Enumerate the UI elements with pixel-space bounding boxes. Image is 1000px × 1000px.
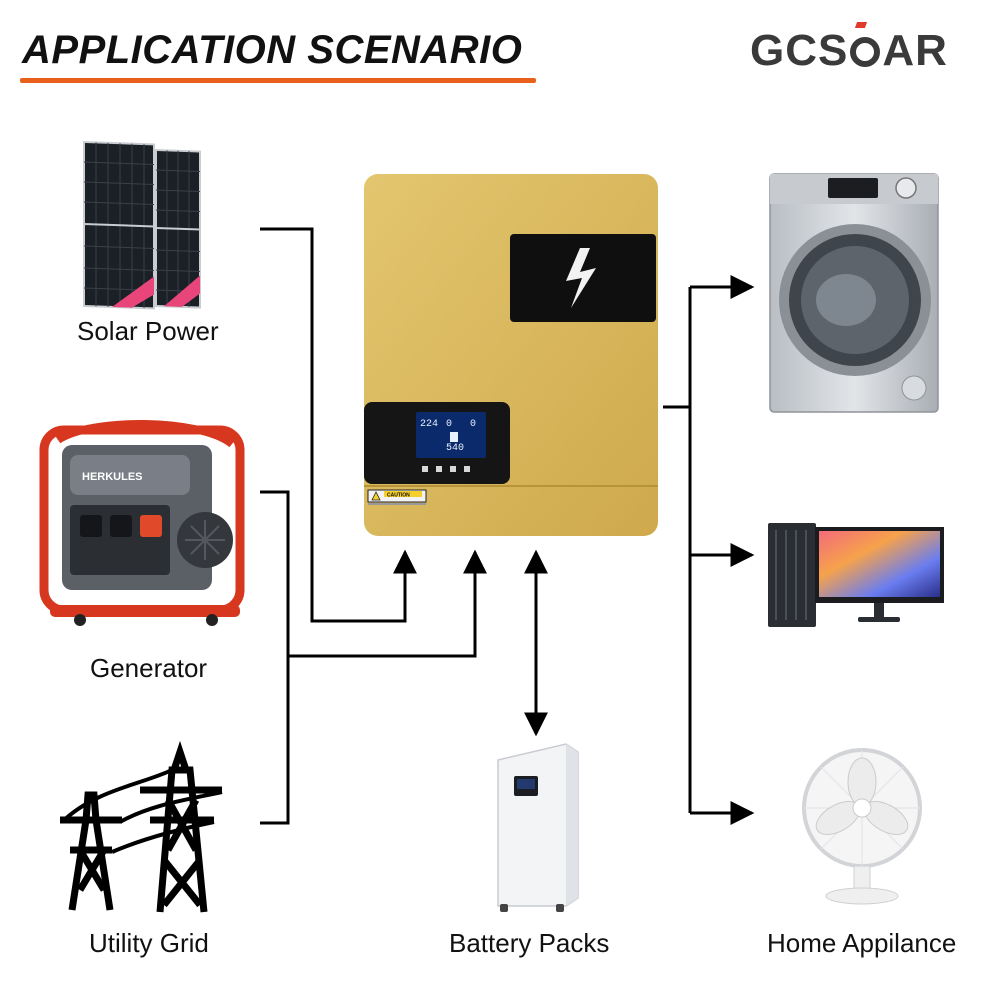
inverter-icon: 224 0 0 540 CAUTION [364,174,658,536]
screen-readout-3: 0 [470,419,476,430]
brand-logo-right: AR [882,26,948,75]
connector-lines [260,227,755,825]
washing-machine-icon [769,173,939,413]
solar-panel-icon [83,140,201,310]
title-underline [20,78,536,83]
label-home-appliance: Home Appilance [767,928,957,958]
brand-logo-left: GCS [750,26,849,75]
fan-icon [802,748,922,905]
solar-connector [260,227,417,623]
screen-readout-4: 540 [446,443,464,454]
brand-logo-o [850,37,881,67]
caution-label: CAUTION [387,493,410,499]
label-solar-power: Solar Power [77,316,219,346]
utility-tower-icon [60,740,223,913]
label-generator: Generator [90,653,208,683]
screen-readout-2: 0 [446,419,452,430]
generator-connector [260,490,290,825]
grid-connector [288,549,487,658]
generator-icon: HERKULES [39,420,245,626]
battery-pack-icon [497,743,579,912]
page-title: APPLICATION SCENARIO [22,28,523,72]
label-battery-packs: Battery Packs [449,928,610,958]
generator-brand-text: HERKULES [82,471,143,483]
brand-logo: GCS AR [750,26,948,76]
computer-icon [768,523,944,627]
label-utility-grid: Utility Grid [89,928,209,958]
screen-readout-1: 224 [420,419,438,430]
